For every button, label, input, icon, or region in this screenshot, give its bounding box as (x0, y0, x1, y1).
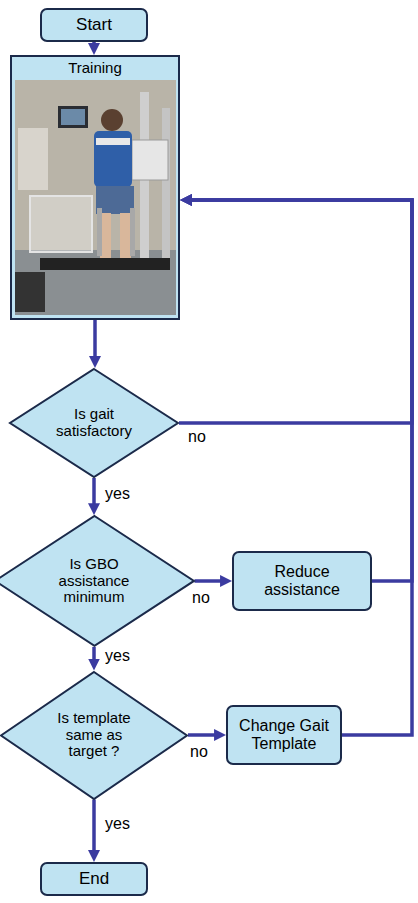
edge-label: no (190, 589, 212, 607)
photo-harness (96, 138, 130, 145)
photo-orthosis (97, 208, 102, 256)
photo-leg (120, 213, 131, 258)
node-text: Is gait satisfactory (47, 406, 142, 440)
photo-shirt (94, 131, 132, 187)
diamond-shape (0, 516, 194, 646)
photo-head (101, 109, 123, 131)
photo-wall (15, 80, 176, 315)
flow-arrow (93, 320, 97, 363)
flow-arrow (92, 647, 96, 666)
photo-floor (15, 250, 176, 315)
flow-arrow (179, 200, 412, 423)
terminator-box: Start (40, 8, 148, 42)
flow-arrow (195, 579, 228, 583)
flow-arrow (185, 200, 412, 735)
edge-label: yes (103, 485, 132, 503)
photo-robot-unit (132, 140, 168, 180)
decision-diamond: Is template same as target ? (0, 671, 188, 800)
photo-orthosis (130, 208, 135, 256)
flow-arrow (92, 42, 96, 50)
photo-handrail-panel (30, 196, 92, 252)
node-text: Is GBO assistance minimum (44, 556, 144, 606)
flow-arrow (92, 478, 96, 510)
decision-diamond: Is GBO assistance minimum (0, 515, 195, 647)
photo-chair (15, 272, 45, 312)
node-text: Is template same as target ? (48, 710, 140, 760)
photo-monitor (58, 106, 88, 128)
flow-arrow (185, 200, 412, 581)
node-text: Reduce assistance (242, 563, 362, 599)
diamond-shape (10, 369, 178, 477)
edge-label: no (186, 428, 208, 446)
photo-cabinet (18, 128, 48, 190)
node-text: Start (76, 15, 112, 34)
decision-diamond: Is gait satisfactory (9, 368, 179, 478)
training-box-fill (10, 55, 180, 320)
process-box: Training (10, 55, 180, 320)
edge-label: yes (103, 815, 132, 833)
node-text: End (79, 869, 109, 888)
photo-treadmill (40, 258, 170, 270)
diamond-shape (1, 672, 187, 799)
flow-arrow (188, 733, 221, 737)
process-box: Change Gait Template (226, 705, 342, 765)
node-text: Training (68, 60, 122, 77)
flow-arrow (92, 799, 96, 857)
node-text: Change Gait Template (236, 717, 332, 753)
process-box: Reduce assistance (232, 551, 372, 611)
edge-label: yes (103, 647, 132, 665)
photo-frame-post (162, 108, 170, 263)
edge-label: no (188, 743, 210, 761)
terminator-box: End (40, 862, 148, 896)
photo-monitor-screen (61, 109, 85, 125)
